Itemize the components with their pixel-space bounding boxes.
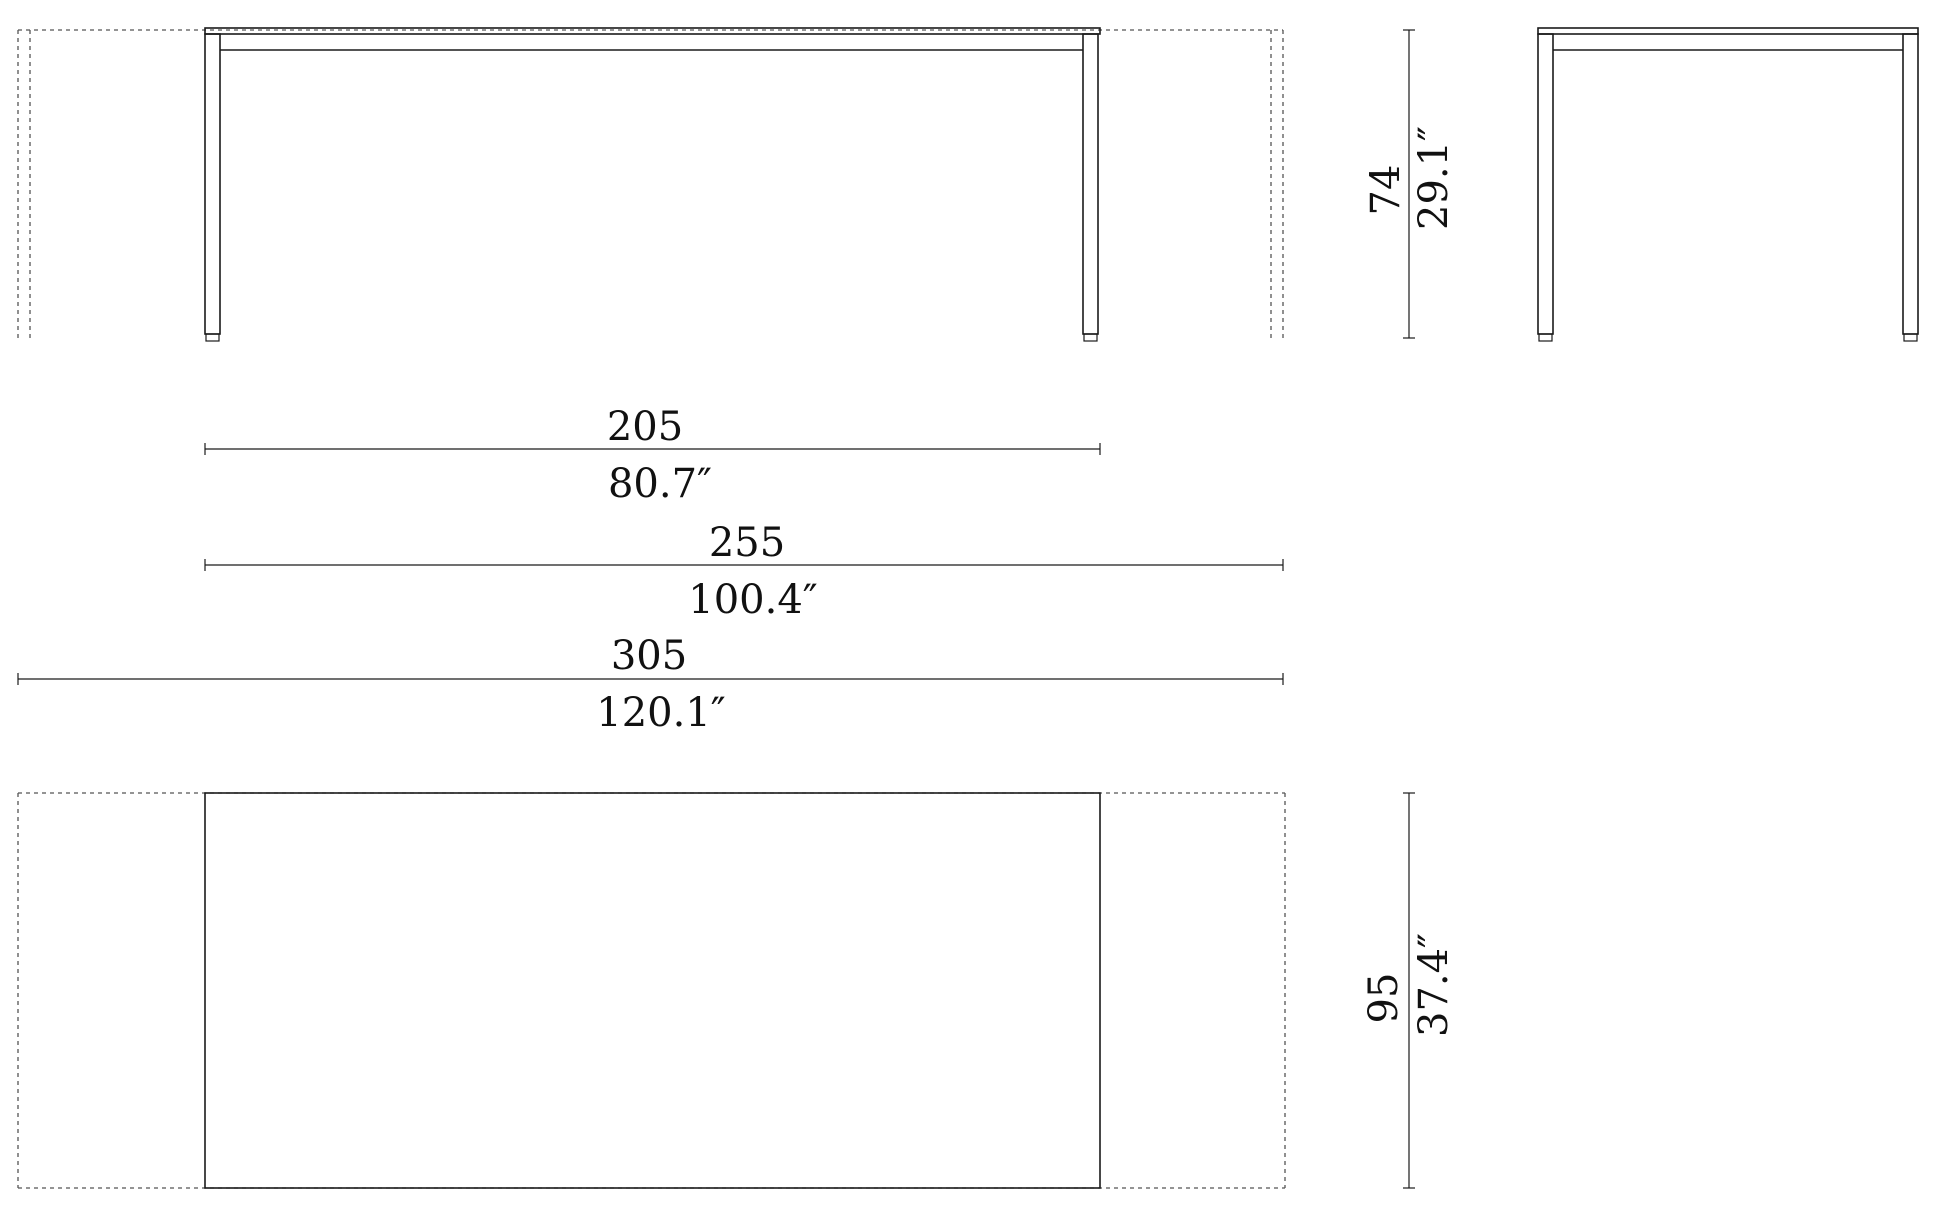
height-inch-label: 29.1″ xyxy=(1411,126,1457,230)
front-right-leg xyxy=(1082,33,1099,335)
plan-view xyxy=(17,792,1286,1189)
side-tabletop xyxy=(1537,27,1919,35)
side-elevation xyxy=(1537,27,1919,342)
depth-dimension: 95 37.4″ xyxy=(1361,792,1457,1189)
height-cm-label: 74 xyxy=(1363,165,1409,216)
length-one-extension-cm-label: 255 xyxy=(709,520,785,566)
front-tabletop xyxy=(204,27,1101,35)
length-closed-dimension: 205 80.7″ xyxy=(204,404,1101,507)
side-left-leg xyxy=(1537,33,1554,335)
front-elevation xyxy=(17,27,1284,342)
length-full-extension-dimension: 305 120.1″ xyxy=(17,633,1284,736)
plan-extension-outline xyxy=(17,792,1286,1189)
plan-tabletop xyxy=(204,792,1101,1189)
depth-inch-label: 37.4″ xyxy=(1411,933,1457,1037)
front-left-leg xyxy=(204,33,221,335)
length-full-extension-cm-label: 305 xyxy=(611,633,687,679)
height-dimension: 74 29.1″ xyxy=(1363,29,1457,339)
length-one-extension-inch-label: 100.4″ xyxy=(688,577,817,623)
side-right-leg xyxy=(1902,33,1919,335)
length-one-extension-dimension: 255 100.4″ xyxy=(204,520,1284,623)
length-closed-cm-label: 205 xyxy=(607,404,683,450)
length-full-extension-inch-label: 120.1″ xyxy=(596,690,725,736)
front-extension-outline xyxy=(17,29,1284,340)
depth-cm-label: 95 xyxy=(1361,973,1407,1024)
length-closed-inch-label: 80.7″ xyxy=(608,461,712,507)
